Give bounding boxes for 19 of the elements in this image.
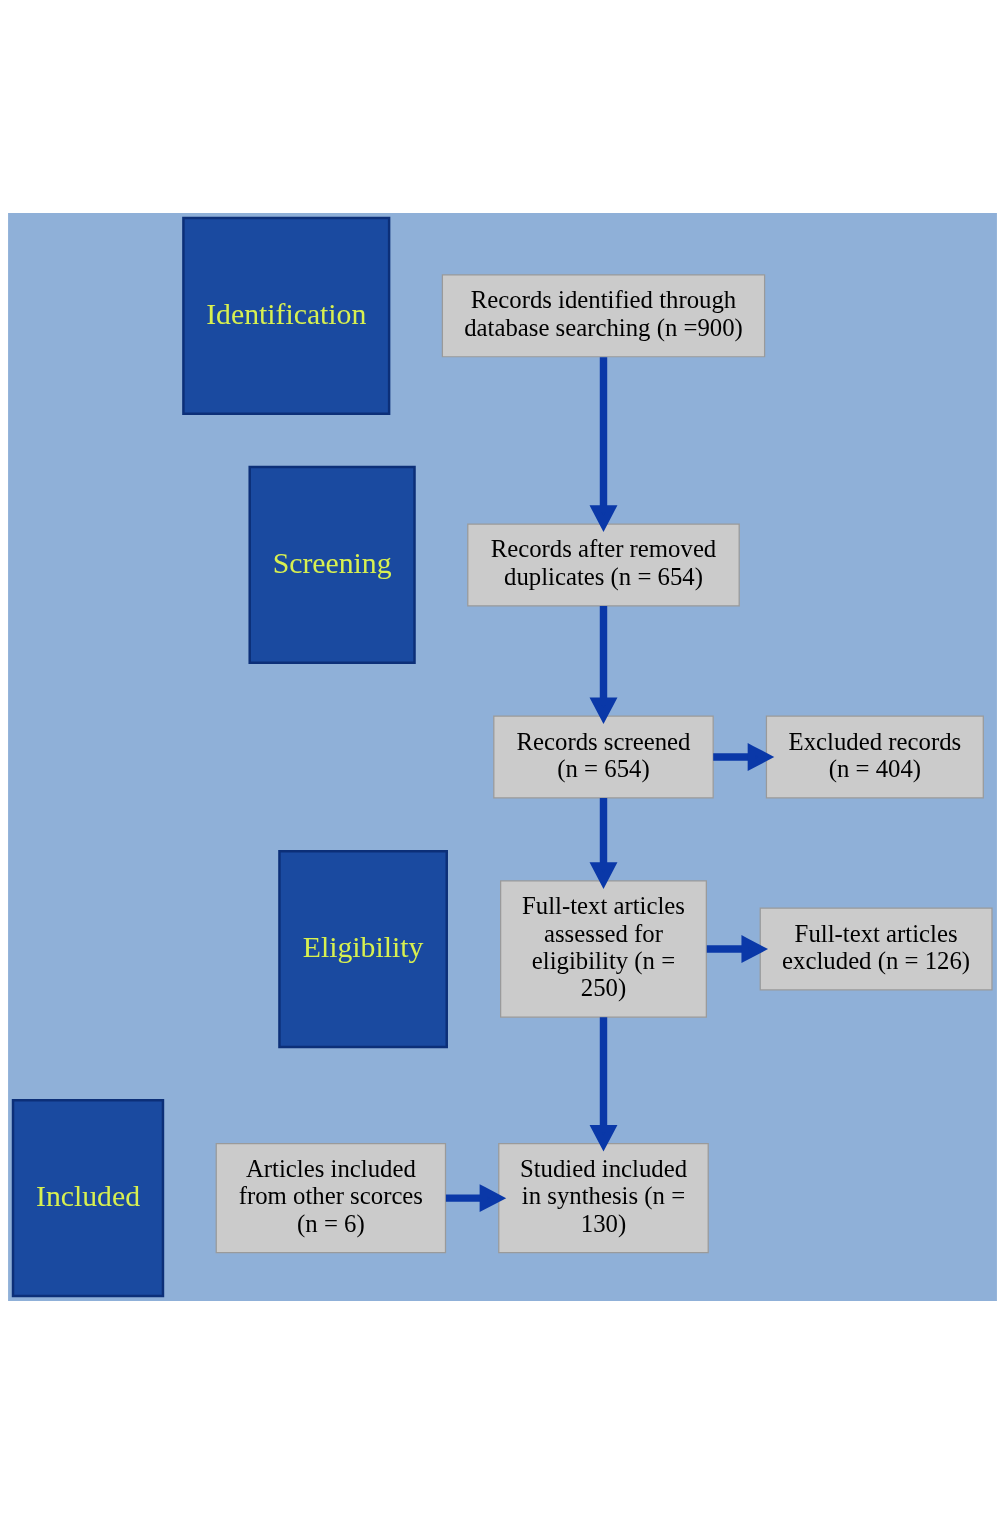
node-box: Articles included from other scorces (n = 6)	[215, 1142, 447, 1253]
arrow	[706, 934, 769, 963]
arrow	[589, 797, 618, 889]
node-box: Identification	[182, 216, 391, 415]
node-box: Studied included in synthesis (n = 130)	[498, 1142, 709, 1253]
node-box: Records after removed duplicates (n = 654)	[467, 522, 740, 606]
arrow	[445, 1183, 507, 1212]
node-box: Eligibility	[278, 849, 448, 1048]
arrow	[589, 356, 618, 532]
arrow	[713, 742, 775, 771]
arrow	[589, 605, 618, 724]
node-box: Full-text articles assessed for eligibility (n = 250)	[500, 879, 707, 1018]
node-box: Included	[11, 1098, 165, 1297]
arrow	[589, 1016, 618, 1152]
node-box: Excluded records (n = 404)	[765, 715, 984, 798]
node-box: Screening	[248, 465, 416, 664]
node-box: Full-text articles excluded (n = 126)	[759, 907, 993, 991]
node-box: Records identified through database searching (n =900)	[441, 273, 766, 357]
node-box: Records screened (n = 654)	[493, 715, 714, 798]
